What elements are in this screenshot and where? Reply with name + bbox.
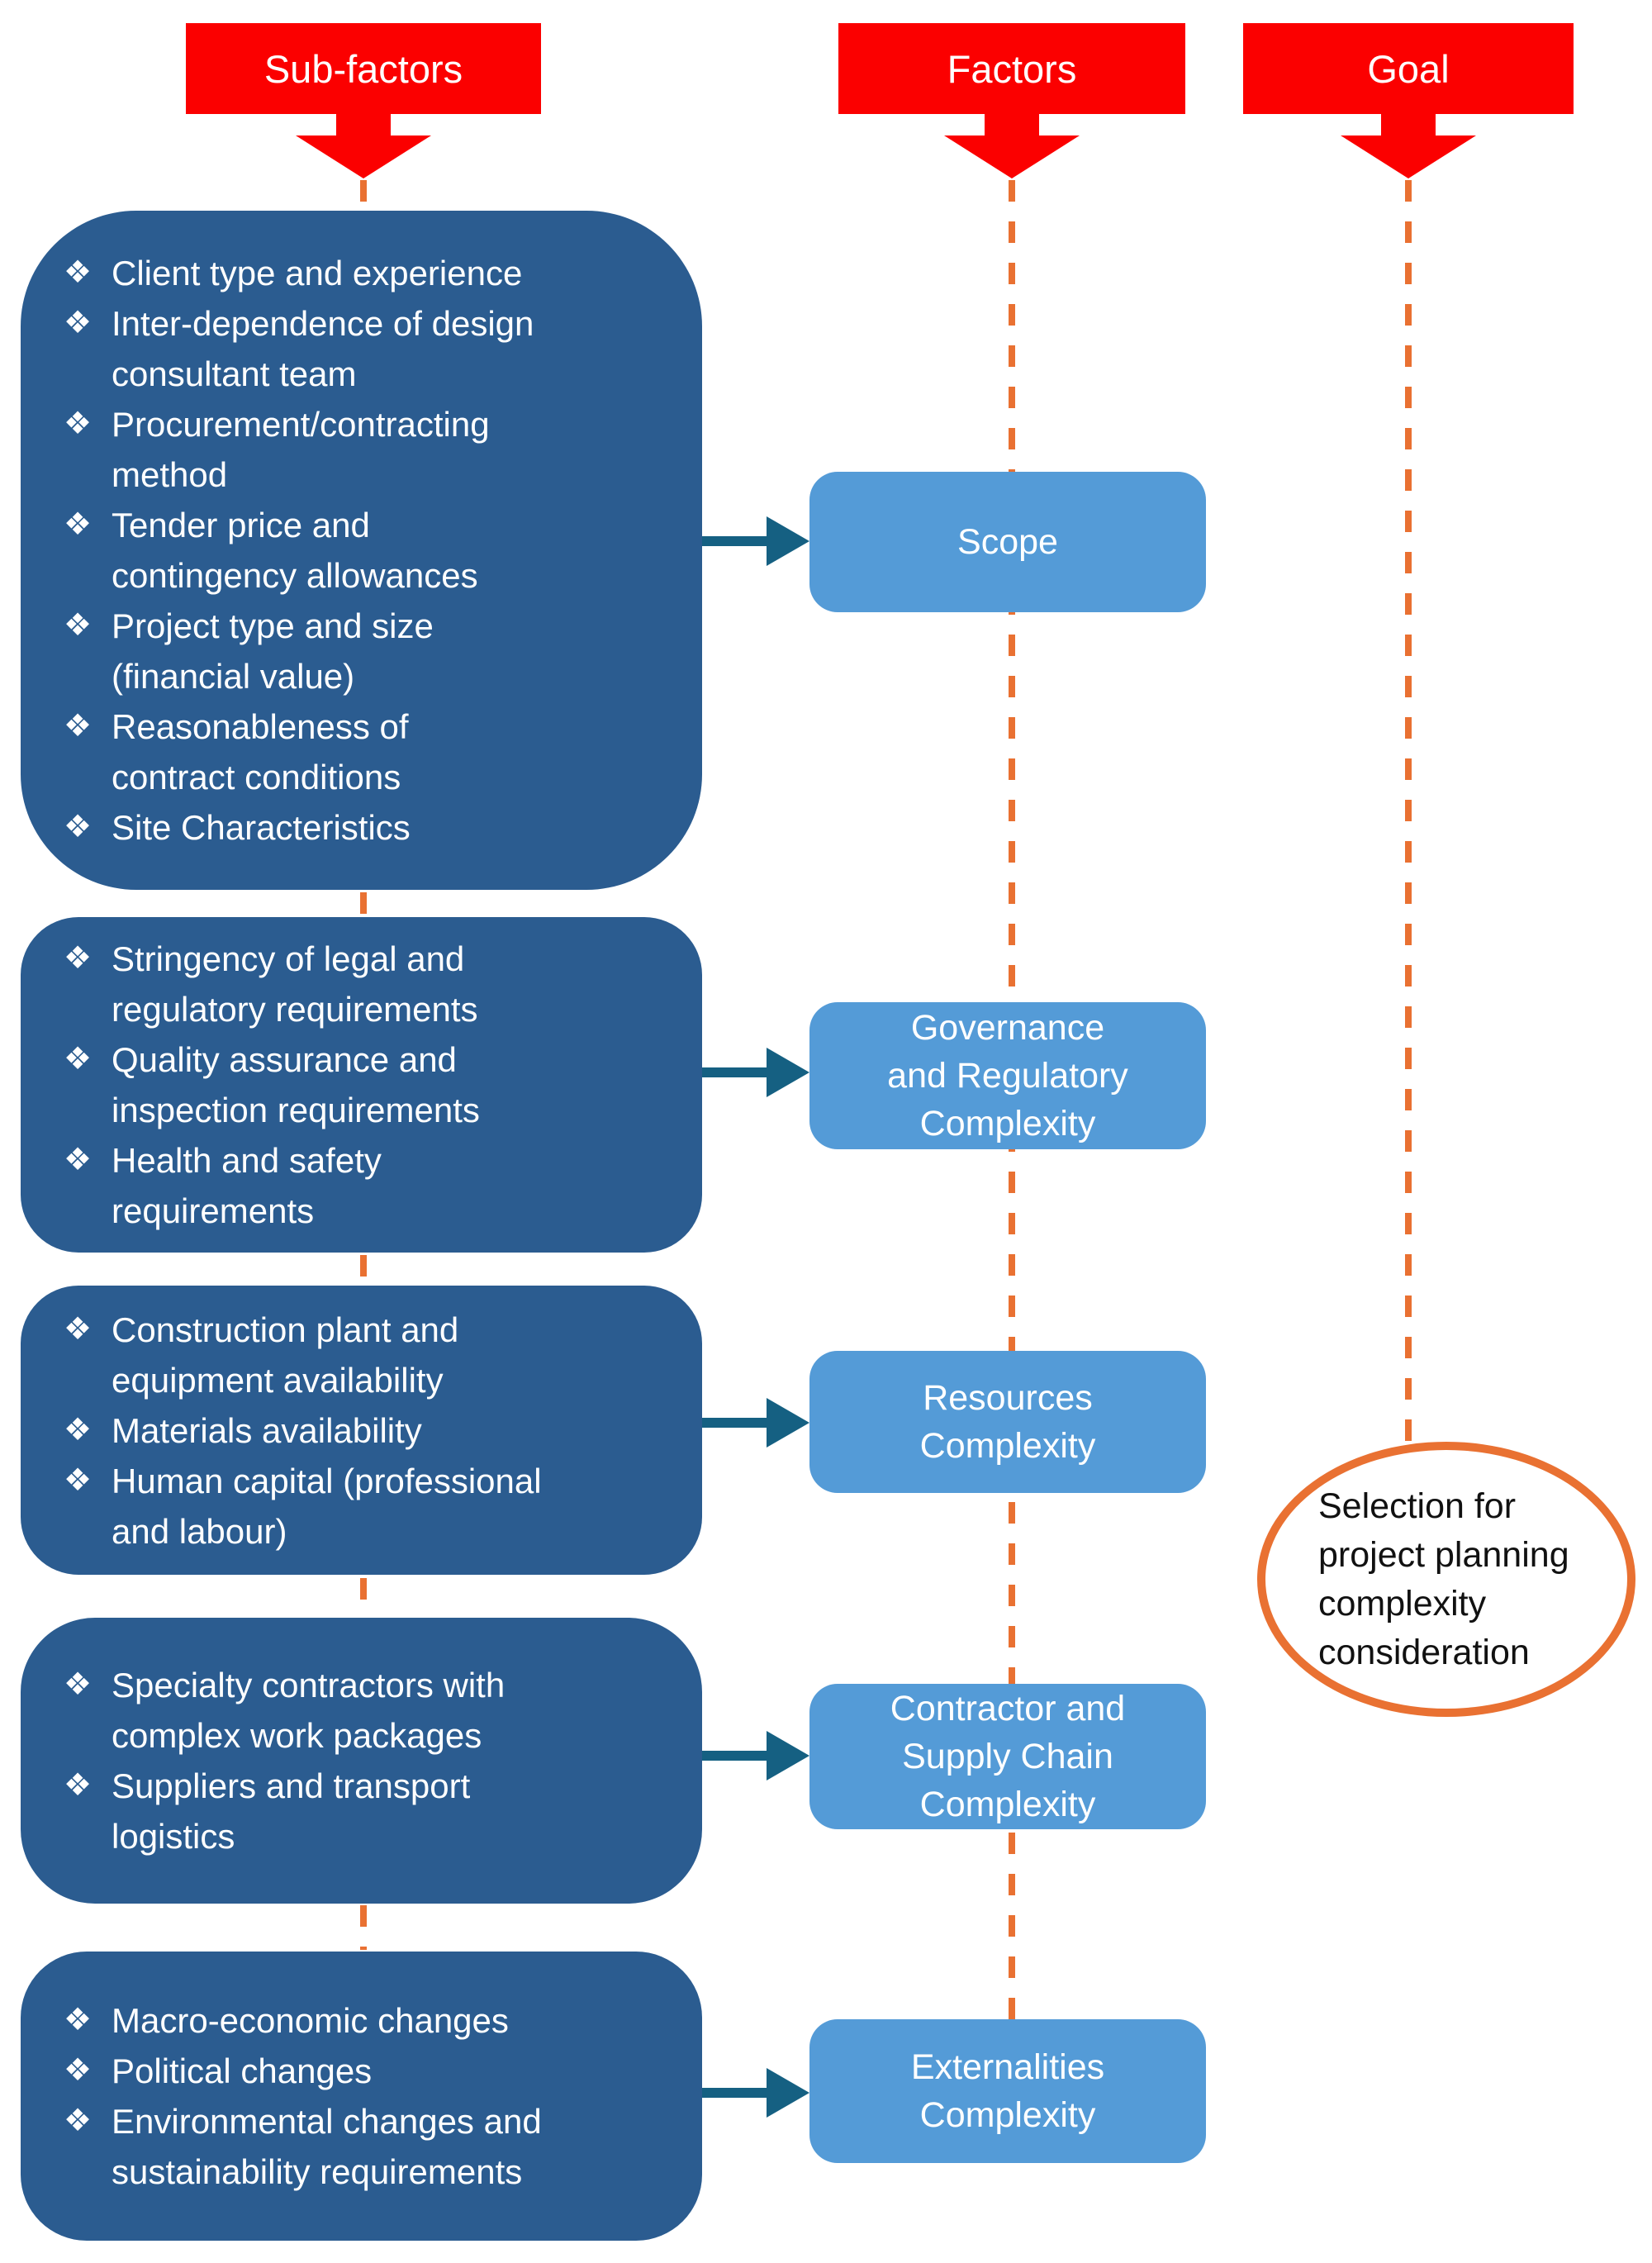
diamond-bullet-icon: ❖ [64, 406, 93, 441]
subfactor-item-text: Stringency of legal and regulatory requi… [112, 939, 478, 1029]
diamond-bullet-icon: ❖ [64, 1412, 93, 1448]
subfactor-item: ❖ Human capital (professional and labour… [64, 1456, 681, 1557]
goal-header-label: Goal [1367, 46, 1450, 91]
diamond-bullet-icon: ❖ [64, 1311, 93, 1347]
subfactor-item-text: Health and safety requirements [112, 1141, 382, 1230]
factors-down-arrow-icon [944, 135, 1080, 178]
subfactors-header-label: Sub-factors [263, 46, 463, 91]
subfactors-dashed-connector [360, 1255, 367, 1285]
subfactor-item-text: Project type and size (financial value) [112, 606, 434, 696]
factor-box-externalities: Externalities Complexity [809, 2019, 1206, 2163]
subfactor-item: ❖ Specialty contractors with complex wor… [64, 1660, 681, 1761]
factor-box-contractor: Contractor and Supply Chain Complexity [809, 1684, 1206, 1829]
subfactor-item-text: Construction plant and equipment availab… [112, 1310, 459, 1400]
subfactors-dashed-connector [360, 1578, 367, 1616]
goal-down-arrow-icon [1341, 135, 1476, 178]
arrow-externalities [702, 2088, 768, 2098]
diamond-bullet-icon: ❖ [64, 2104, 93, 2138]
subfactor-item-text: Quality assurance and inspection require… [112, 1040, 480, 1129]
diamond-bullet-icon: ❖ [64, 1768, 93, 1803]
goal-header: Goal [1243, 23, 1574, 114]
subfactor-item: ❖ Client type and experience [64, 248, 681, 298]
factors-header-label: Factors [947, 46, 1077, 91]
subfactor-item: ❖ Quality assurance and inspection requi… [64, 1034, 681, 1135]
diamond-bullet-icon: ❖ [64, 1667, 93, 1702]
subfactor-item-text: Reasonableness of contract conditions [112, 707, 409, 796]
subfactor-box-scope: ❖ Client type and experience ❖ Inter-dep… [21, 211, 702, 890]
subfactor-item: ❖ Environmental changes and sustainabili… [64, 2096, 681, 2197]
factors-down-arrow-icon [985, 114, 1039, 137]
subfactor-item: ❖ Suppliers and transport logistics [64, 1761, 681, 1861]
subfactor-item-text: Macro-economic changes [112, 2001, 509, 2040]
subfactor-item: ❖ Site Characteristics [64, 802, 681, 853]
factor-box-governance: Governance and Regulatory Complexity [809, 1002, 1206, 1149]
goal-ellipse-text: Selection for project planning complexit… [1318, 1486, 1569, 1672]
diamond-bullet-icon: ❖ [64, 1462, 93, 1498]
subfactor-item: ❖ Reasonableness of contract conditions [64, 701, 681, 802]
subfactor-item-text: Suppliers and transport logistics [112, 1766, 471, 1856]
arrow-governance [702, 1067, 768, 1077]
subfactor-item-text: Inter-dependence of design consultant te… [112, 304, 534, 393]
subfactor-item-text: Specialty contractors with complex work … [112, 1666, 506, 1755]
subfactor-item: ❖ Political changes [64, 2046, 681, 2096]
subfactor-item: ❖ Materials availability [64, 1405, 681, 1456]
factors-header: Factors [838, 23, 1185, 114]
subfactors-down-arrow-icon [296, 135, 431, 178]
subfactor-box-contractor: ❖ Specialty contractors with complex wor… [21, 1618, 702, 1904]
diamond-bullet-icon: ❖ [64, 255, 93, 290]
diamond-bullet-icon: ❖ [64, 1042, 93, 1077]
subfactor-item-text: Site Characteristics [112, 808, 411, 847]
goal-down-arrow-icon [1381, 114, 1436, 137]
subfactors-dashed-connector [360, 1905, 367, 1950]
arrow-scope [702, 536, 768, 546]
subfactor-item-text: Client type and experience [112, 254, 523, 292]
factor-box-resources: Resources Complexity [809, 1351, 1206, 1493]
subfactor-item-text: Human capital (professional and labour) [112, 1461, 542, 1551]
subfactor-item-text: Materials availability [112, 1410, 422, 1450]
subfactor-item: ❖ Tender price and contingency allowance… [64, 500, 681, 601]
goal-ellipse: Selection for project planning complexit… [1257, 1442, 1635, 1717]
diamond-bullet-icon: ❖ [64, 2003, 93, 2037]
diamond-bullet-icon: ❖ [64, 810, 93, 844]
subfactor-item: ❖ Stringency of legal and regulatory req… [64, 934, 681, 1034]
goal-dashed-line [1405, 180, 1412, 1443]
subfactors-dashed-connector [360, 892, 367, 917]
subfactor-item-text: Procurement/contracting method [112, 405, 490, 494]
arrow-resources [702, 1418, 768, 1428]
subfactors-down-arrow-icon [336, 114, 391, 137]
diamond-bullet-icon: ❖ [64, 306, 93, 340]
subfactors-dashed-connector [360, 180, 367, 210]
diamond-bullet-icon: ❖ [64, 2053, 93, 2088]
diamond-bullet-icon: ❖ [64, 507, 93, 542]
subfactor-item-text: Environmental changes and sustainability… [112, 2102, 542, 2191]
subfactor-item: ❖ Project type and size (financial value… [64, 601, 681, 701]
subfactor-item: ❖ Construction plant and equipment avail… [64, 1305, 681, 1405]
subfactor-item: ❖ Health and safety requirements [64, 1135, 681, 1236]
arrowhead-scope-icon [767, 516, 809, 566]
arrow-contractor [702, 1751, 768, 1761]
subfactor-box-resources: ❖ Construction plant and equipment avail… [21, 1286, 702, 1575]
subfactor-item: ❖ Procurement/contracting method [64, 399, 681, 500]
subfactor-box-governance: ❖ Stringency of legal and regulatory req… [21, 917, 702, 1253]
subfactor-item: ❖ Macro-economic changes [64, 1995, 681, 2046]
subfactor-item-text: Tender price and contingency allowances [112, 506, 478, 595]
subfactor-box-externalities: ❖ Macro-economic changes ❖ Political cha… [21, 1952, 702, 2241]
diamond-bullet-icon: ❖ [64, 941, 93, 976]
diamond-bullet-icon: ❖ [64, 709, 93, 744]
arrowhead-governance-icon [767, 1048, 809, 1097]
subfactor-item: ❖ Inter-dependence of design consultant … [64, 298, 681, 399]
subfactors-header: Sub-factors [186, 23, 541, 114]
arrowhead-externalities-icon [767, 2068, 809, 2118]
factor-box-scope: Scope [809, 472, 1206, 612]
arrowhead-resources-icon [767, 1398, 809, 1448]
diamond-bullet-icon: ❖ [64, 1143, 93, 1177]
arrowhead-contractor-icon [767, 1731, 809, 1780]
subfactor-item-text: Political changes [112, 2051, 373, 2090]
diamond-bullet-icon: ❖ [64, 608, 93, 643]
